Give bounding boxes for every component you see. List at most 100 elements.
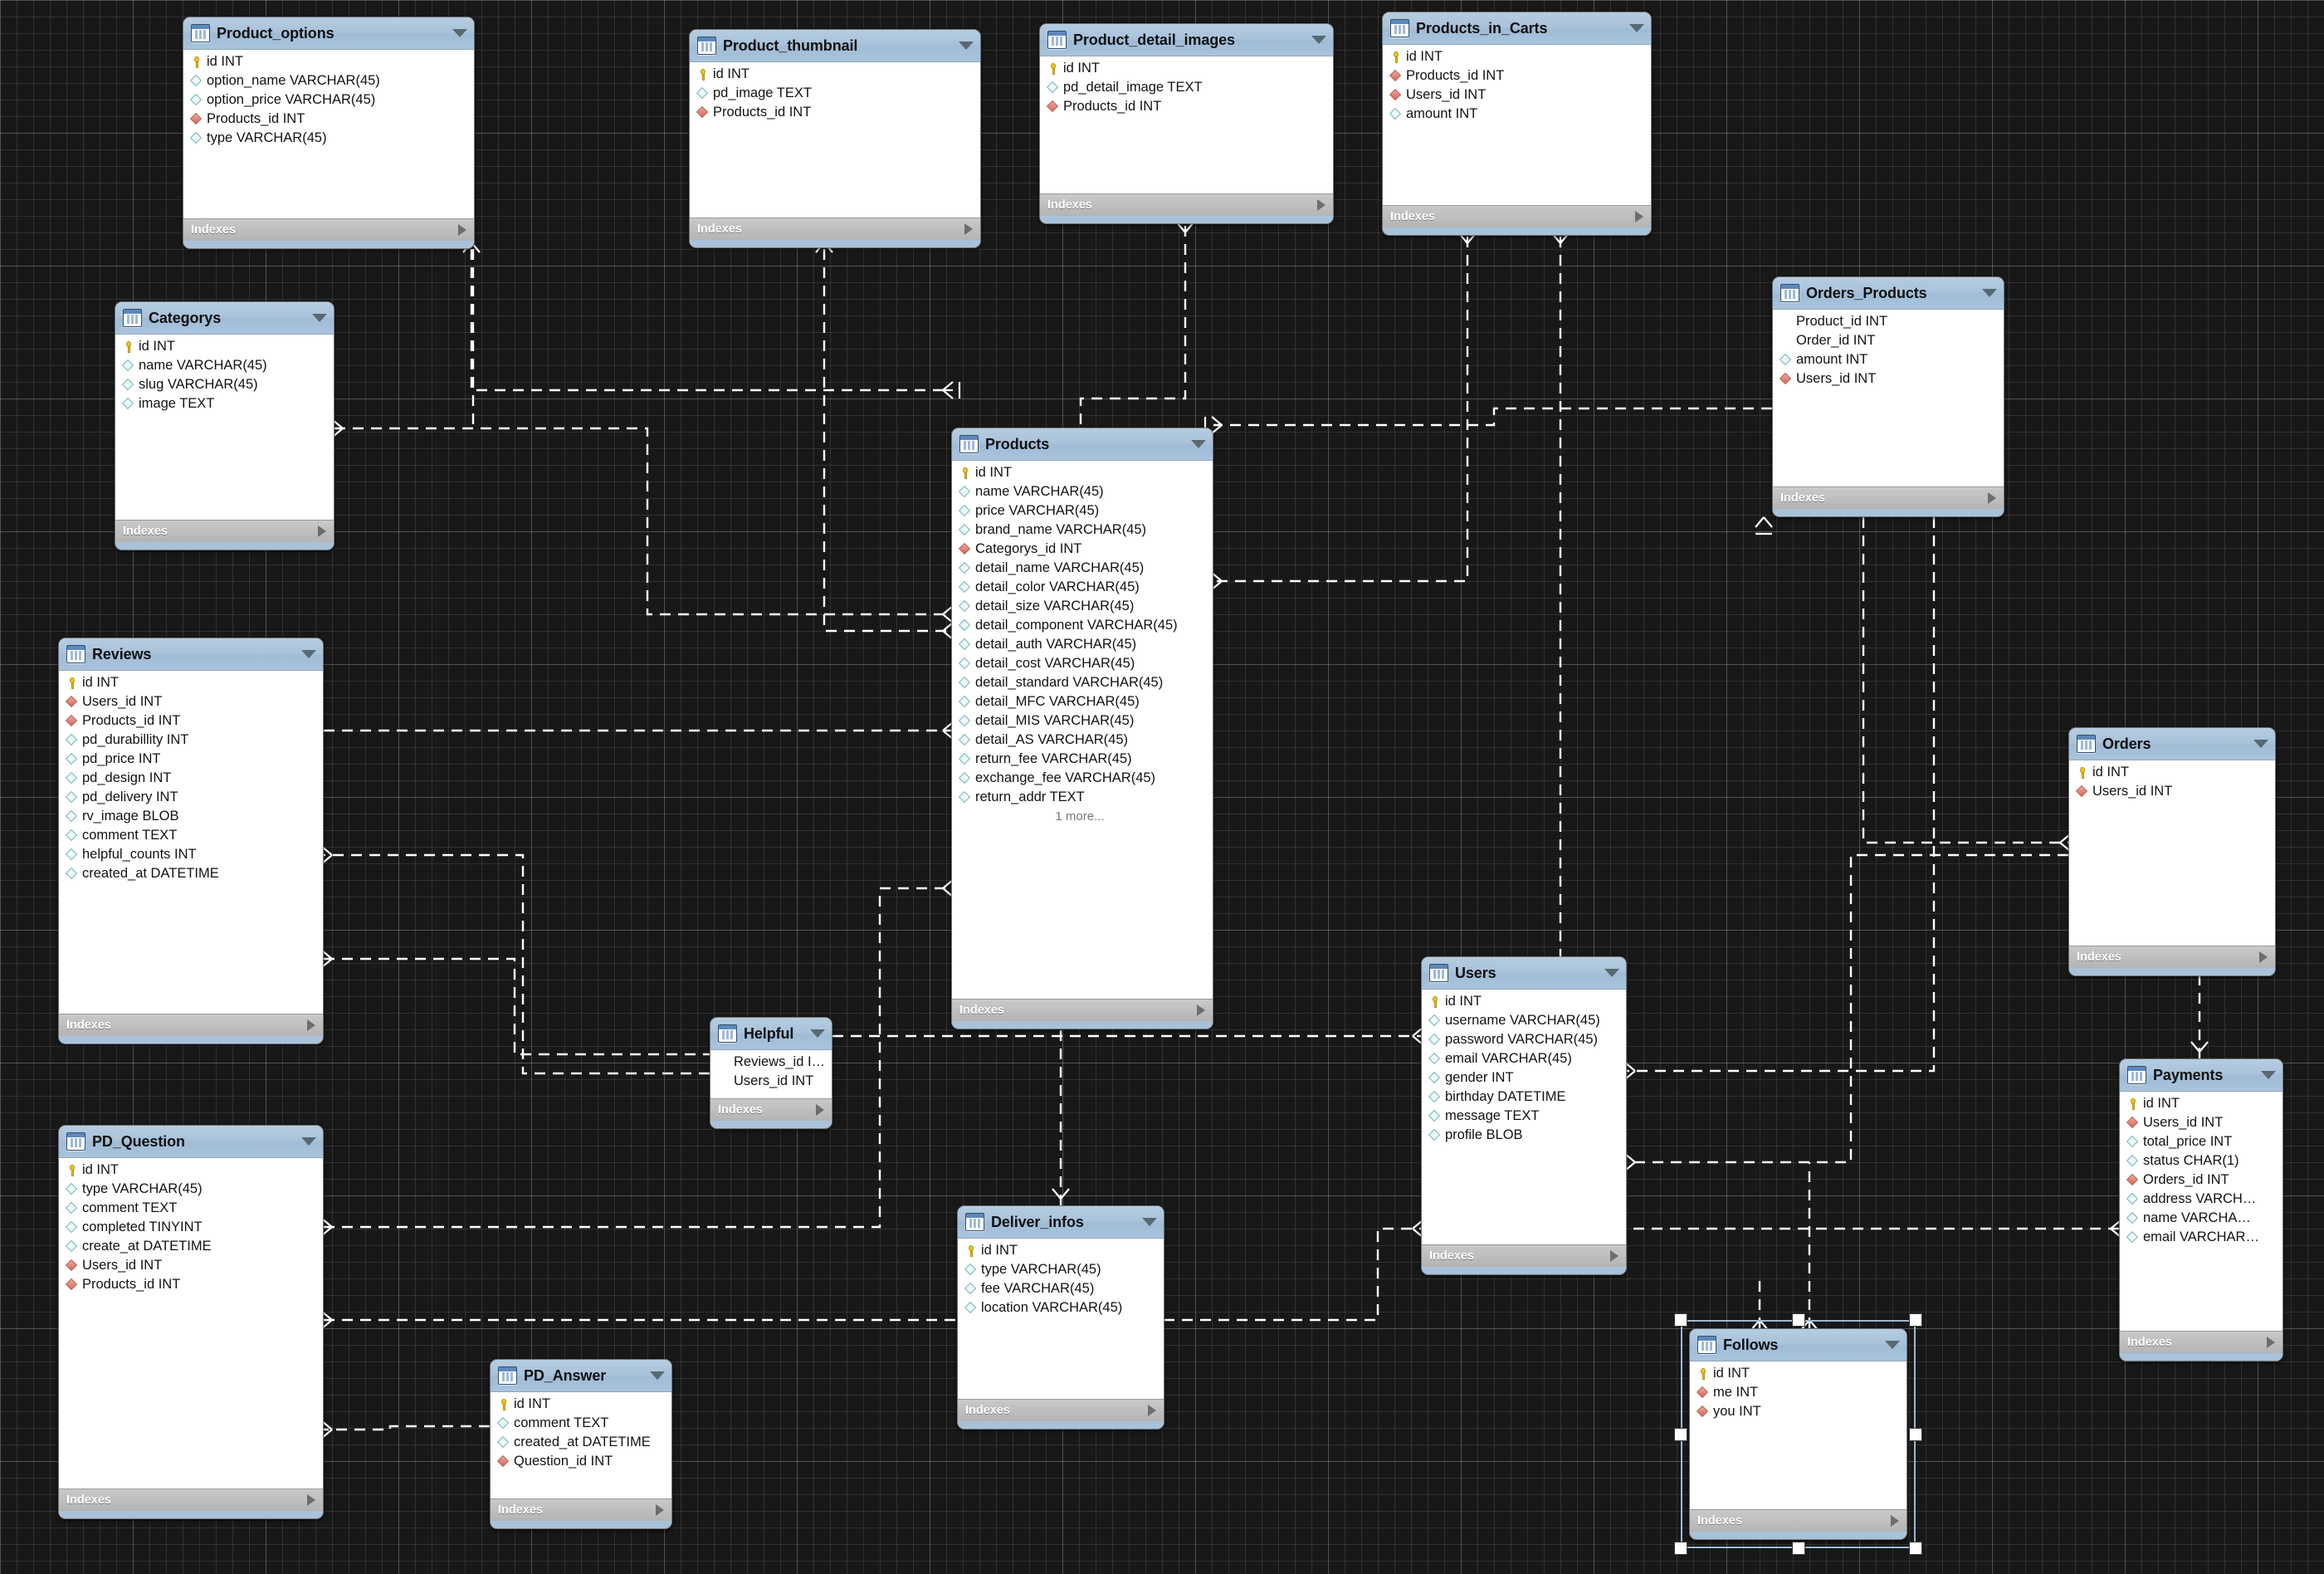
column-row[interactable]: rv_image BLOB xyxy=(59,807,323,826)
column-row[interactable]: id INT xyxy=(491,1395,671,1414)
column-row[interactable]: id INT xyxy=(1040,59,1333,78)
column-row[interactable]: name VARCHA… xyxy=(2120,1209,2282,1228)
indexes-section[interactable]: Indexes xyxy=(59,1014,323,1036)
column-row[interactable]: exchange_fee VARCHAR(45) xyxy=(952,769,1213,788)
resize-handle[interactable] xyxy=(1791,1313,1805,1327)
expand-right-icon[interactable] xyxy=(1635,211,1643,222)
column-row[interactable]: return_addr TEXT xyxy=(952,788,1213,807)
column-row[interactable]: Products_id INT xyxy=(59,711,323,731)
column-row[interactable]: id INT xyxy=(952,463,1213,482)
chevron-down-icon[interactable] xyxy=(1982,289,1997,297)
expand-right-icon[interactable] xyxy=(656,1504,664,1516)
expand-right-icon[interactable] xyxy=(1317,199,1326,211)
chevron-down-icon[interactable] xyxy=(312,314,327,322)
resize-handle[interactable] xyxy=(1909,1542,1922,1555)
column-row[interactable]: id INT xyxy=(1383,47,1651,66)
column-row[interactable]: username VARCHAR(45) xyxy=(1422,1011,1626,1030)
column-row[interactable]: amount INT xyxy=(1773,350,2004,369)
column-row[interactable]: Categorys_id INT xyxy=(952,540,1213,559)
column-row[interactable]: Users_id INT xyxy=(1773,369,2004,389)
resize-handle[interactable] xyxy=(1909,1313,1922,1327)
column-row[interactable]: name VARCHAR(45) xyxy=(115,356,334,375)
expand-right-icon[interactable] xyxy=(1988,492,1996,504)
resize-handle[interactable] xyxy=(1909,1427,1922,1441)
column-row[interactable]: message TEXT xyxy=(1422,1107,1626,1126)
expand-right-icon[interactable] xyxy=(964,223,973,235)
column-row[interactable]: Users_id INT xyxy=(2069,782,2275,801)
column-row[interactable]: Orders_id INT xyxy=(2120,1171,2282,1190)
column-row[interactable]: Users_id INT xyxy=(1383,86,1651,105)
chevron-down-icon[interactable] xyxy=(810,1029,825,1038)
column-row[interactable]: detail_AS VARCHAR(45) xyxy=(952,731,1213,750)
column-row[interactable]: Users_id INT xyxy=(2120,1113,2282,1132)
column-row[interactable]: id INT xyxy=(115,337,334,356)
column-row[interactable]: Question_id INT xyxy=(491,1452,671,1471)
table-header[interactable]: Users xyxy=(1422,957,1626,990)
column-row[interactable]: name VARCHAR(45) xyxy=(952,482,1213,501)
column-row[interactable]: id INT xyxy=(690,65,980,84)
expand-right-icon[interactable] xyxy=(1610,1250,1618,1262)
column-row[interactable]: type VARCHAR(45) xyxy=(59,1180,323,1199)
column-row[interactable]: created_at DATETIME xyxy=(59,864,323,883)
table-header[interactable]: Products_in_Carts xyxy=(1383,12,1651,45)
indexes-section[interactable]: Indexes xyxy=(710,1098,832,1121)
table-header[interactable]: Categorys xyxy=(115,302,334,335)
expand-right-icon[interactable] xyxy=(1148,1405,1156,1416)
chevron-down-icon[interactable] xyxy=(1604,969,1619,977)
expand-right-icon[interactable] xyxy=(816,1104,824,1116)
column-row[interactable]: detail_name VARCHAR(45) xyxy=(952,559,1213,578)
column-row[interactable]: id INT xyxy=(1690,1364,1907,1383)
column-row[interactable]: helpful_counts INT xyxy=(59,845,323,864)
indexes-section[interactable]: Indexes xyxy=(958,1399,1164,1421)
column-row[interactable]: me INT xyxy=(1690,1383,1907,1402)
column-row[interactable]: location VARCHAR(45) xyxy=(958,1298,1164,1317)
chevron-down-icon[interactable] xyxy=(1629,24,1644,32)
table-header[interactable]: Helpful xyxy=(710,1018,832,1050)
table-header[interactable]: Product_thumbnail xyxy=(690,30,980,62)
indexes-section[interactable]: Indexes xyxy=(952,999,1213,1021)
column-row[interactable]: brand_name VARCHAR(45) xyxy=(952,521,1213,540)
column-row[interactable]: detail_MFC VARCHAR(45) xyxy=(952,692,1213,711)
indexes-section[interactable]: Indexes xyxy=(1040,193,1333,216)
expand-right-icon[interactable] xyxy=(458,224,466,236)
indexes-section[interactable]: Indexes xyxy=(690,218,980,240)
column-row[interactable]: amount INT xyxy=(1383,105,1651,124)
table-header[interactable]: Products xyxy=(952,428,1213,461)
column-row[interactable]: pd_image TEXT xyxy=(690,84,980,103)
column-row[interactable]: pd_durabillity INT xyxy=(59,731,323,750)
column-row[interactable]: Product_id INT xyxy=(1773,312,2004,331)
indexes-section[interactable]: Indexes xyxy=(2120,1331,2282,1353)
column-row[interactable]: address VARCH… xyxy=(2120,1190,2282,1209)
expand-right-icon[interactable] xyxy=(307,1019,315,1031)
table-header[interactable]: Orders xyxy=(2069,728,2275,760)
expand-right-icon[interactable] xyxy=(1197,1005,1205,1016)
column-row[interactable]: slug VARCHAR(45) xyxy=(115,375,334,394)
indexes-section[interactable]: Indexes xyxy=(491,1498,671,1521)
column-row[interactable]: pd_detail_image TEXT xyxy=(1040,78,1333,97)
expand-right-icon[interactable] xyxy=(2267,1337,2275,1348)
column-row[interactable]: status CHAR(1) xyxy=(2120,1151,2282,1171)
indexes-section[interactable]: Indexes xyxy=(115,520,334,542)
chevron-down-icon[interactable] xyxy=(1191,440,1206,448)
column-row[interactable]: Users_id INT xyxy=(59,1256,323,1275)
column-row[interactable]: image TEXT xyxy=(115,394,334,413)
column-row[interactable]: Products_id INT xyxy=(1040,97,1333,116)
column-row[interactable]: id INT xyxy=(2069,763,2275,782)
indexes-section[interactable]: Indexes xyxy=(1773,486,2004,509)
column-row[interactable]: pd_price INT xyxy=(59,750,323,769)
indexes-section[interactable]: Indexes xyxy=(2069,946,2275,968)
column-row[interactable]: Users_id INT xyxy=(59,692,323,711)
chevron-down-icon[interactable] xyxy=(959,42,974,50)
column-row[interactable]: Products_id INT xyxy=(1383,66,1651,86)
column-row[interactable]: type VARCHAR(45) xyxy=(958,1260,1164,1279)
